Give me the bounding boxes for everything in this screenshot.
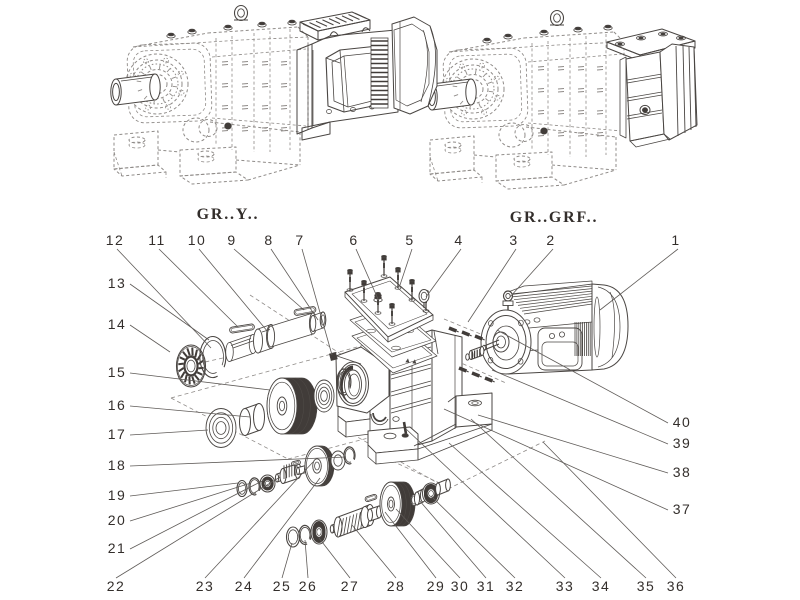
svg-text:15: 15 (108, 364, 127, 380)
svg-text:GR..Y..: GR..Y.. (197, 206, 260, 223)
svg-text:6: 6 (349, 232, 358, 248)
svg-text:17: 17 (108, 426, 127, 442)
svg-text:4: 4 (454, 232, 463, 248)
svg-text:2: 2 (546, 232, 555, 248)
svg-text:1: 1 (671, 232, 680, 248)
svg-text:5: 5 (405, 232, 414, 248)
svg-text:37: 37 (673, 501, 692, 517)
svg-text:19: 19 (108, 487, 127, 503)
svg-text:11: 11 (148, 232, 166, 248)
svg-text:38: 38 (673, 464, 692, 480)
svg-text:18: 18 (108, 457, 127, 473)
svg-text:25: 25 (273, 578, 292, 594)
svg-text:32: 32 (506, 578, 525, 594)
svg-text:14: 14 (108, 316, 127, 332)
svg-text:34: 34 (592, 578, 611, 594)
svg-text:40: 40 (673, 414, 692, 430)
svg-text:21: 21 (108, 540, 127, 556)
svg-text:30: 30 (451, 578, 470, 594)
svg-text:13: 13 (108, 275, 127, 291)
svg-text:29: 29 (427, 578, 446, 594)
svg-text:20: 20 (108, 512, 127, 528)
svg-text:23: 23 (196, 578, 215, 594)
svg-text:16: 16 (108, 397, 127, 413)
svg-text:28: 28 (387, 578, 406, 594)
svg-text:36: 36 (667, 578, 686, 594)
svg-text:GR..GRF..: GR..GRF.. (510, 209, 599, 226)
svg-text:35: 35 (637, 578, 656, 594)
svg-text:8: 8 (264, 232, 273, 248)
svg-text:33: 33 (556, 578, 575, 594)
svg-text:9: 9 (227, 232, 236, 248)
svg-text:12: 12 (106, 232, 125, 248)
svg-text:26: 26 (299, 578, 318, 594)
svg-text:39: 39 (673, 435, 692, 451)
svg-text:3: 3 (509, 232, 518, 248)
svg-text:▲▲: ▲▲ (404, 357, 419, 366)
svg-text:7: 7 (295, 232, 304, 248)
svg-text:27: 27 (341, 578, 360, 594)
svg-text:22: 22 (107, 578, 126, 594)
svg-text:10: 10 (188, 232, 207, 248)
svg-text:24: 24 (235, 578, 254, 594)
svg-text:31: 31 (477, 578, 496, 594)
